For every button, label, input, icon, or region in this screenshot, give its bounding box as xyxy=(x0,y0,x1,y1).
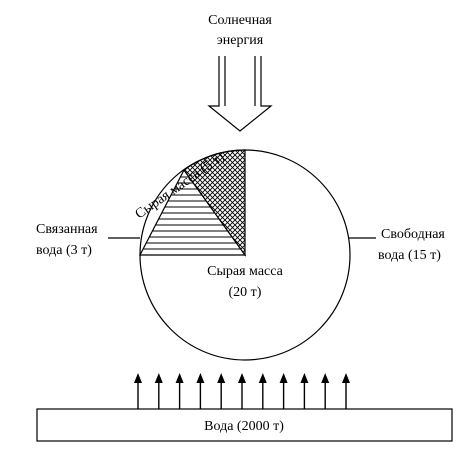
raw-mass-label-line1: Сырая масса xyxy=(207,264,283,279)
water-uptake-arrow xyxy=(279,373,288,409)
water-uptake-arrow xyxy=(175,373,184,409)
raw-mass-label-line2: (20 т) xyxy=(229,285,262,300)
water-uptake-arrow xyxy=(321,373,330,409)
dry-mass-sector xyxy=(183,149,246,257)
free-water-label-line2: вода (15 т) xyxy=(378,248,441,263)
solar-energy-label-line2: энергия xyxy=(217,33,264,48)
water-reservoir-label: Вода (2000 т) xyxy=(204,419,284,434)
water-uptake-arrow xyxy=(154,373,163,409)
water-uptake-arrow xyxy=(196,373,205,409)
solar-energy-arrow xyxy=(207,56,273,132)
water-uptake-arrow xyxy=(238,373,246,409)
water-uptake-arrow xyxy=(134,373,142,409)
water-uptake-arrow xyxy=(258,373,267,409)
solar-energy-label-line1: Солнечная xyxy=(208,13,272,28)
water-uptake-arrow xyxy=(217,373,226,409)
free-water-label-line1: Свободная xyxy=(381,227,445,242)
water-reservoir-box xyxy=(36,408,453,442)
water-uptake-arrow xyxy=(300,373,309,409)
bound-water-label-line1: Связанная xyxy=(36,222,98,237)
water-uptake-arrow xyxy=(342,373,350,409)
bound-water-label-line2: вода (3 т) xyxy=(36,243,92,258)
water-uptake-arrows xyxy=(134,373,350,409)
